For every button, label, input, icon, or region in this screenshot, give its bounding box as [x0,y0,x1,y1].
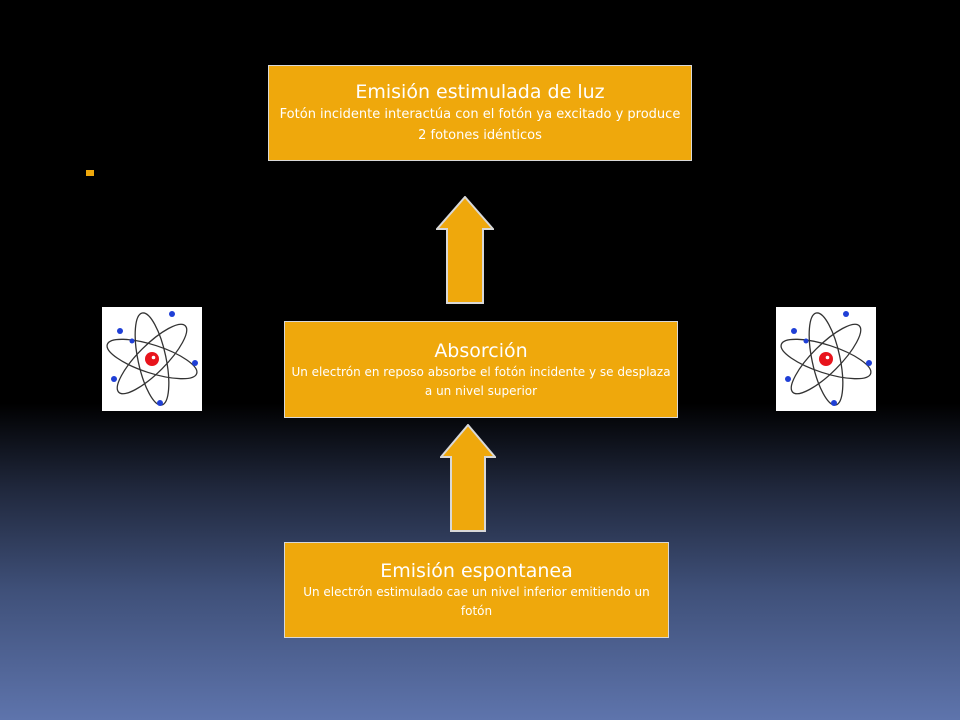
spontaneous-emission-box: Emisión espontanea Un electrón estimulad… [284,542,669,638]
bullet-icon [86,170,94,176]
arrow-up-icon [436,196,494,304]
stimulated-emission-desc: Fotón incidente interactúa con el fotón … [279,107,681,143]
atom-icon [776,307,876,411]
absorption-title: Absorción [434,339,528,362]
spontaneous-emission-desc: Un electrón estimulado cae un nivel infe… [303,585,650,618]
atom-icon [102,307,202,411]
absorption-desc: Un electrón en reposo absorbe el fotón i… [291,364,671,398]
stimulated-emission-box: Emisión estimulada de luz Fotón incident… [268,65,692,161]
absorption-box: Absorción Un electrón en reposo absorbe … [284,321,678,418]
spontaneous-emission-title: Emisión espontanea [380,560,573,582]
arrow-up-icon [440,424,496,532]
stimulated-emission-title: Emisión estimulada de luz [355,81,605,103]
